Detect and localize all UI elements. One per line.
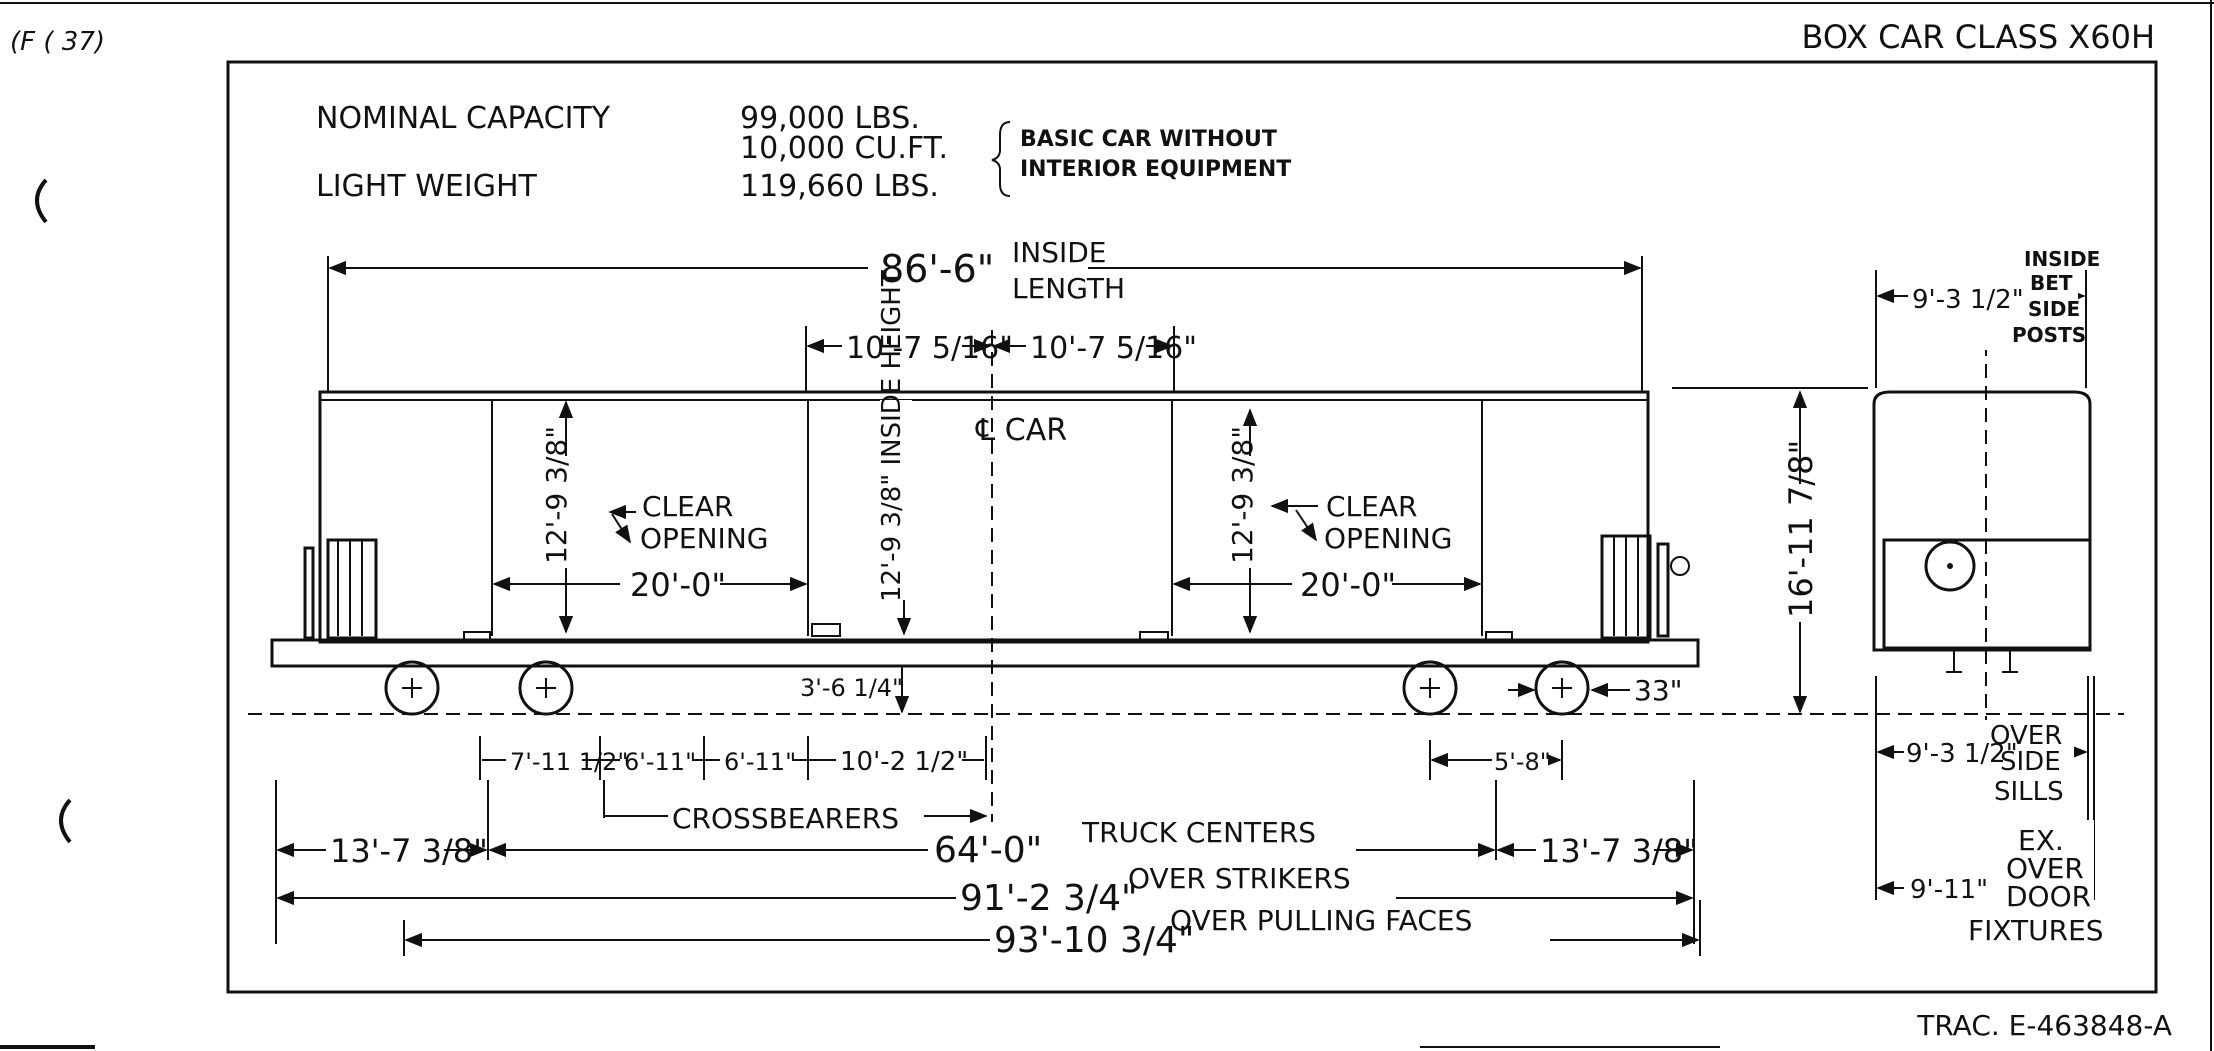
crossbearer-1: 7'-11 1/2" xyxy=(510,748,628,776)
inside-height-value: 12'-9 3/8" INSIDE HEIGHT xyxy=(877,270,907,602)
light-weight-label: LIGHT WEIGHT xyxy=(316,169,538,204)
floor-height-value: 3'-6 1/4" xyxy=(800,674,903,702)
left-door-height-value: 12'-9 3/8" xyxy=(540,426,573,564)
truck-centers-value: 64'-0" xyxy=(934,830,1042,871)
end-inside-label-1: INSIDE xyxy=(2024,247,2100,271)
truck-centers-label: TRUCK CENTERS xyxy=(1081,816,1316,849)
half-right-value: 10'-7 5/16" xyxy=(1030,331,1197,366)
overhang-left-value: 13'-7 3/8" xyxy=(330,832,488,870)
spec-brace xyxy=(991,121,1011,197)
capacity-label: NOMINAL CAPACITY xyxy=(316,101,611,136)
right-axle-value: 5'-8" xyxy=(1494,748,1551,776)
side-view-car-body xyxy=(270,390,1700,668)
spec-note-line-1: BASIC CAR WITHOUT xyxy=(1020,127,1277,152)
crossbearer-2: 6'-11" xyxy=(624,748,696,776)
inside-length-label-2: LENGTH xyxy=(1012,272,1125,305)
over-pulling-value: 93'-10 3/4" xyxy=(994,920,1194,961)
binding-hole-2 xyxy=(59,798,72,844)
end-inside-label-4: POSTS xyxy=(2012,323,2086,347)
end-door-label-2: OVER xyxy=(2006,852,2084,885)
tracing-number: TRAC. E-463848-A xyxy=(1916,1009,2172,1042)
end-door-label-4: FIXTURES xyxy=(1968,914,2104,947)
end-inside-label-2: BET xyxy=(2030,271,2073,295)
inside-length-mask xyxy=(868,240,1088,286)
right-clear-label-1: CLEAR xyxy=(1326,490,1417,523)
over-pulling-label: OVER PULLING FACES xyxy=(1170,904,1472,937)
capacity-volume: 10,000 CU.FT. xyxy=(740,131,948,166)
right-clear-opening-leader-2 xyxy=(1295,509,1317,542)
end-sill-label-3: SILLS xyxy=(1994,777,2064,807)
crossbearers-label: CROSSBEARERS xyxy=(672,802,899,835)
right-door-width-value: 20'-0" xyxy=(1300,566,1396,604)
left-clear-opening-leader-2 xyxy=(611,513,631,544)
left-door-width-value: 20'-0" xyxy=(630,566,726,604)
class-label: BOX CAR CLASS X60H xyxy=(1801,18,2155,56)
end-inside-width-value: 9'-3 1/2" xyxy=(1912,285,2024,315)
half-left-value: 10'-7 5/16" xyxy=(846,331,1013,366)
end-sill-label-1: OVER xyxy=(1990,721,2062,751)
over-strikers-label: OVER STRIKERS xyxy=(1128,862,1351,895)
binding-hole-1 xyxy=(35,178,48,224)
overhang-right-value: 13'-7 3/8" xyxy=(1540,832,1698,870)
drawing-border xyxy=(226,60,2158,994)
end-door-width-value: 9'-11" xyxy=(1910,875,1988,905)
right-door-height-value: 12'-9 3/8" xyxy=(1226,426,1259,564)
end-sill-label-2: SIDE xyxy=(2000,747,2061,777)
inside-length-value: 86'-6" xyxy=(880,247,994,291)
end-sill-width-value: 9'-3 1/2" xyxy=(1906,739,2018,769)
car-centerline-label: ℄ CAR xyxy=(975,413,1067,448)
left-clear-label-1: CLEAR xyxy=(642,490,733,523)
end-view-car-body xyxy=(1872,390,2092,673)
crossbearer-4: 10'-2 1/2" xyxy=(840,747,968,777)
crossbearer-3: 6'-11" xyxy=(724,748,796,776)
end-inside-label-3: SIDE xyxy=(2028,297,2080,321)
side-view-wheels xyxy=(384,660,1590,716)
end-height-value: 16'-11 7/8" xyxy=(1782,440,1820,618)
spec-note-line-2: INTERIOR EQUIPMENT xyxy=(1020,157,1291,182)
left-clear-label-2: OPENING xyxy=(640,522,768,555)
light-weight-value: 119,660 LBS. xyxy=(740,169,939,204)
over-strikers-value: 91'-2 3/4" xyxy=(960,878,1138,919)
capacity-weight: 99,000 LBS. xyxy=(740,101,920,136)
right-clear-label-2: OPENING xyxy=(1324,522,1452,555)
corner-note: (F ( 37) xyxy=(10,27,105,57)
inside-length-label-1: INSIDE xyxy=(1012,236,1107,269)
wheel-dim-value: 33" xyxy=(1634,674,1683,707)
end-door-label-3: DOOR xyxy=(2006,880,2091,913)
end-door-label-1: EX. xyxy=(2018,824,2064,857)
